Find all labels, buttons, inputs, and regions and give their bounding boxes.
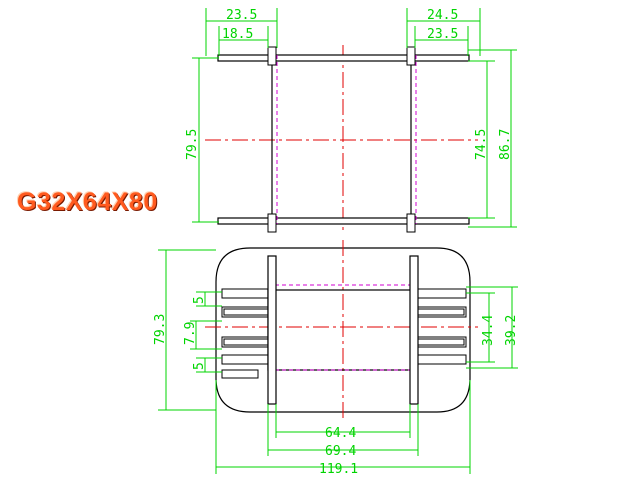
bottom-flange: [217, 217, 470, 225]
dim-top-left-inner: 18.5: [222, 27, 253, 42]
pin-top-right: [406, 46, 416, 66]
dim-bottom-left-height: 79.3: [153, 314, 168, 345]
dim-bottom-right-outer: 39.2: [504, 315, 519, 346]
top-view: 23.5 18.5 24.5 23.5 79.5 74.5 86.7: [185, 8, 517, 233]
left-pin-slots: [221, 288, 269, 379]
pin-bottom-left: [267, 213, 277, 233]
right-flange-bar: [409, 255, 419, 405]
dim-width-total: 119.1: [319, 462, 358, 477]
pin-bottom-right: [406, 213, 416, 233]
left-flange-bar: [267, 255, 277, 405]
dim-top-right-outer: 24.5: [427, 8, 458, 23]
right-pin-slots: [417, 288, 467, 365]
dim-slot-pitch: 7.9: [183, 322, 198, 345]
top-view-dimensions: [192, 8, 517, 228]
bottom-view-dimensions: [158, 249, 518, 474]
dim-top-right-inner: 23.5: [427, 27, 458, 42]
dim-width-mid: 69.4: [325, 444, 356, 459]
dim-top-right-outer-height: 86.7: [498, 129, 513, 160]
dim-top-right-inner-height: 74.5: [474, 129, 489, 160]
dim-bottom-right-inner: 34.4: [481, 315, 496, 346]
dim-top-left-outer: 23.5: [226, 8, 257, 23]
dim-width-inner: 64.4: [325, 426, 356, 441]
bottom-view: 79.3 5 7.9 5 34.4 39.2 64.4 69.4 119.1: [153, 240, 519, 477]
dim-slot-a: 5: [192, 296, 207, 304]
top-flange: [217, 54, 470, 62]
model-label: G32X64X80: [17, 188, 158, 216]
dim-slot-b: 5: [192, 362, 207, 370]
dim-top-left-height: 79.5: [185, 129, 200, 160]
pin-top-left: [267, 46, 277, 66]
